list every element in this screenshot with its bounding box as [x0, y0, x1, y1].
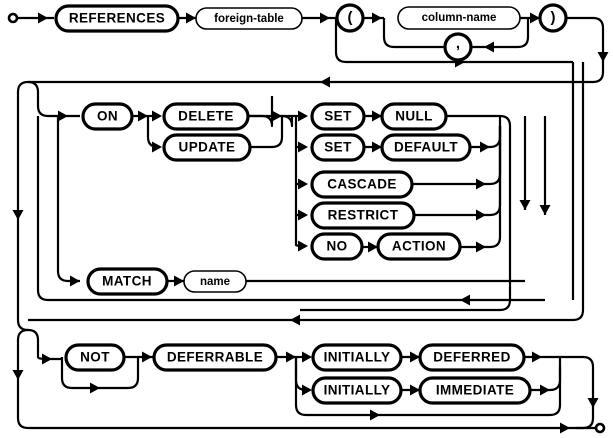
- connector-initially-deferred: [401, 351, 420, 363]
- match-branch-entry: [56, 116, 80, 287]
- connector-set-default: [364, 141, 382, 153]
- connector-lparen-columnlist: [363, 12, 384, 24]
- row2-entry-rail: [12, 80, 29, 332]
- node-update-label: UPDATE: [179, 140, 236, 155]
- connector-no-action: [362, 241, 378, 253]
- node-name[interactable]: name: [183, 270, 247, 293]
- node-delete[interactable]: DELETE: [162, 102, 250, 131]
- initially-merge-rail: [380, 351, 562, 417]
- node-initially-deferred[interactable]: INITIALLY: [311, 343, 403, 372]
- node-rparen-label: ): [551, 9, 556, 26]
- start-connector: [7, 12, 54, 24]
- connector-columnlist-rparen: [520, 12, 540, 24]
- node-lparen-label: (: [348, 9, 353, 26]
- node-lparen[interactable]: (: [335, 3, 365, 33]
- node-default[interactable]: DEFAULT: [380, 133, 472, 162]
- node-action[interactable]: ACTION: [376, 232, 462, 261]
- node-references[interactable]: REFERENCES: [54, 4, 180, 33]
- node-null-label: NULL: [395, 109, 433, 124]
- node-comma[interactable]: ,: [443, 32, 473, 62]
- node-deferred[interactable]: DEFERRED: [418, 343, 526, 372]
- node-delete-label: DELETE: [178, 109, 234, 124]
- connector-on-split: [132, 110, 162, 153]
- node-restrict-label: RESTRICT: [328, 208, 399, 223]
- row2-to-row3-wrap: [26, 62, 585, 326]
- end-connector: [576, 422, 606, 434]
- on-match-skip-rail: [36, 116, 545, 306]
- node-comma-label: ,: [456, 35, 460, 52]
- action-branch-spine: [294, 110, 308, 252]
- not-optional-skip: [60, 357, 140, 394]
- row1-to-row2-wrap: [28, 16, 609, 88]
- node-set-null-label: SET: [324, 109, 352, 124]
- node-immediate[interactable]: IMMEDIATE: [418, 376, 532, 405]
- node-restrict[interactable]: RESTRICT: [310, 201, 416, 230]
- node-set-default[interactable]: SET: [310, 133, 366, 162]
- node-not-label: NOT: [80, 350, 110, 365]
- row3-entry-rail: [12, 328, 62, 430]
- node-references-label: REFERENCES: [69, 11, 165, 26]
- node-initially-immediate-label: INITIALLY: [324, 383, 391, 398]
- row2-branch-entry: [27, 80, 80, 122]
- node-initially-deferred-label: INITIALLY: [324, 350, 391, 365]
- node-match-label: MATCH: [102, 274, 152, 289]
- node-on-label: ON: [97, 109, 118, 124]
- node-null[interactable]: NULL: [380, 102, 448, 131]
- node-foreign-table-label: foreign-table: [214, 13, 284, 25]
- connector-match-name: [167, 275, 184, 287]
- node-initially-immediate[interactable]: INITIALLY: [311, 376, 403, 405]
- node-cascade[interactable]: CASCADE: [310, 170, 414, 199]
- connector-references-foreign-table: [178, 12, 196, 24]
- node-on[interactable]: ON: [81, 102, 134, 131]
- node-immediate-label: IMMEDIATE: [436, 383, 514, 398]
- node-deferrable[interactable]: DEFERRABLE: [152, 343, 278, 372]
- node-match[interactable]: MATCH: [86, 267, 169, 296]
- node-default-label: DEFAULT: [394, 140, 458, 155]
- node-column-name[interactable]: column-name: [397, 6, 521, 30]
- node-foreign-table[interactable]: foreign-table: [195, 7, 303, 30]
- connector-foreign-table-paren: [302, 12, 336, 24]
- node-deferrable-label: DEFERRABLE: [167, 350, 263, 365]
- column-list-repeat-loop: [382, 18, 530, 53]
- connector-set-null: [364, 110, 382, 122]
- node-cascade-label: CASCADE: [327, 177, 397, 192]
- deferrable-skip-rail: [28, 422, 576, 434]
- node-deferred-label: DEFERRED: [433, 350, 510, 365]
- node-set-null[interactable]: SET: [310, 102, 366, 131]
- node-rparen[interactable]: ): [538, 3, 568, 33]
- node-update[interactable]: UPDATE: [162, 133, 252, 162]
- node-no-label: NO: [326, 239, 347, 254]
- node-not[interactable]: NOT: [64, 343, 126, 372]
- node-no[interactable]: NO: [310, 232, 364, 261]
- node-column-name-label: column-name: [422, 12, 497, 24]
- node-set-default-label: SET: [324, 140, 352, 155]
- connector-deferrable-split: [276, 351, 380, 421]
- row3-exit-rail: [560, 355, 599, 430]
- node-action-label: ACTION: [392, 239, 446, 254]
- connector-not-deferrable: [124, 351, 154, 363]
- node-name-label: name: [200, 276, 230, 288]
- action-branch-merge: [412, 114, 502, 253]
- connector-initially-immediate: [401, 384, 420, 396]
